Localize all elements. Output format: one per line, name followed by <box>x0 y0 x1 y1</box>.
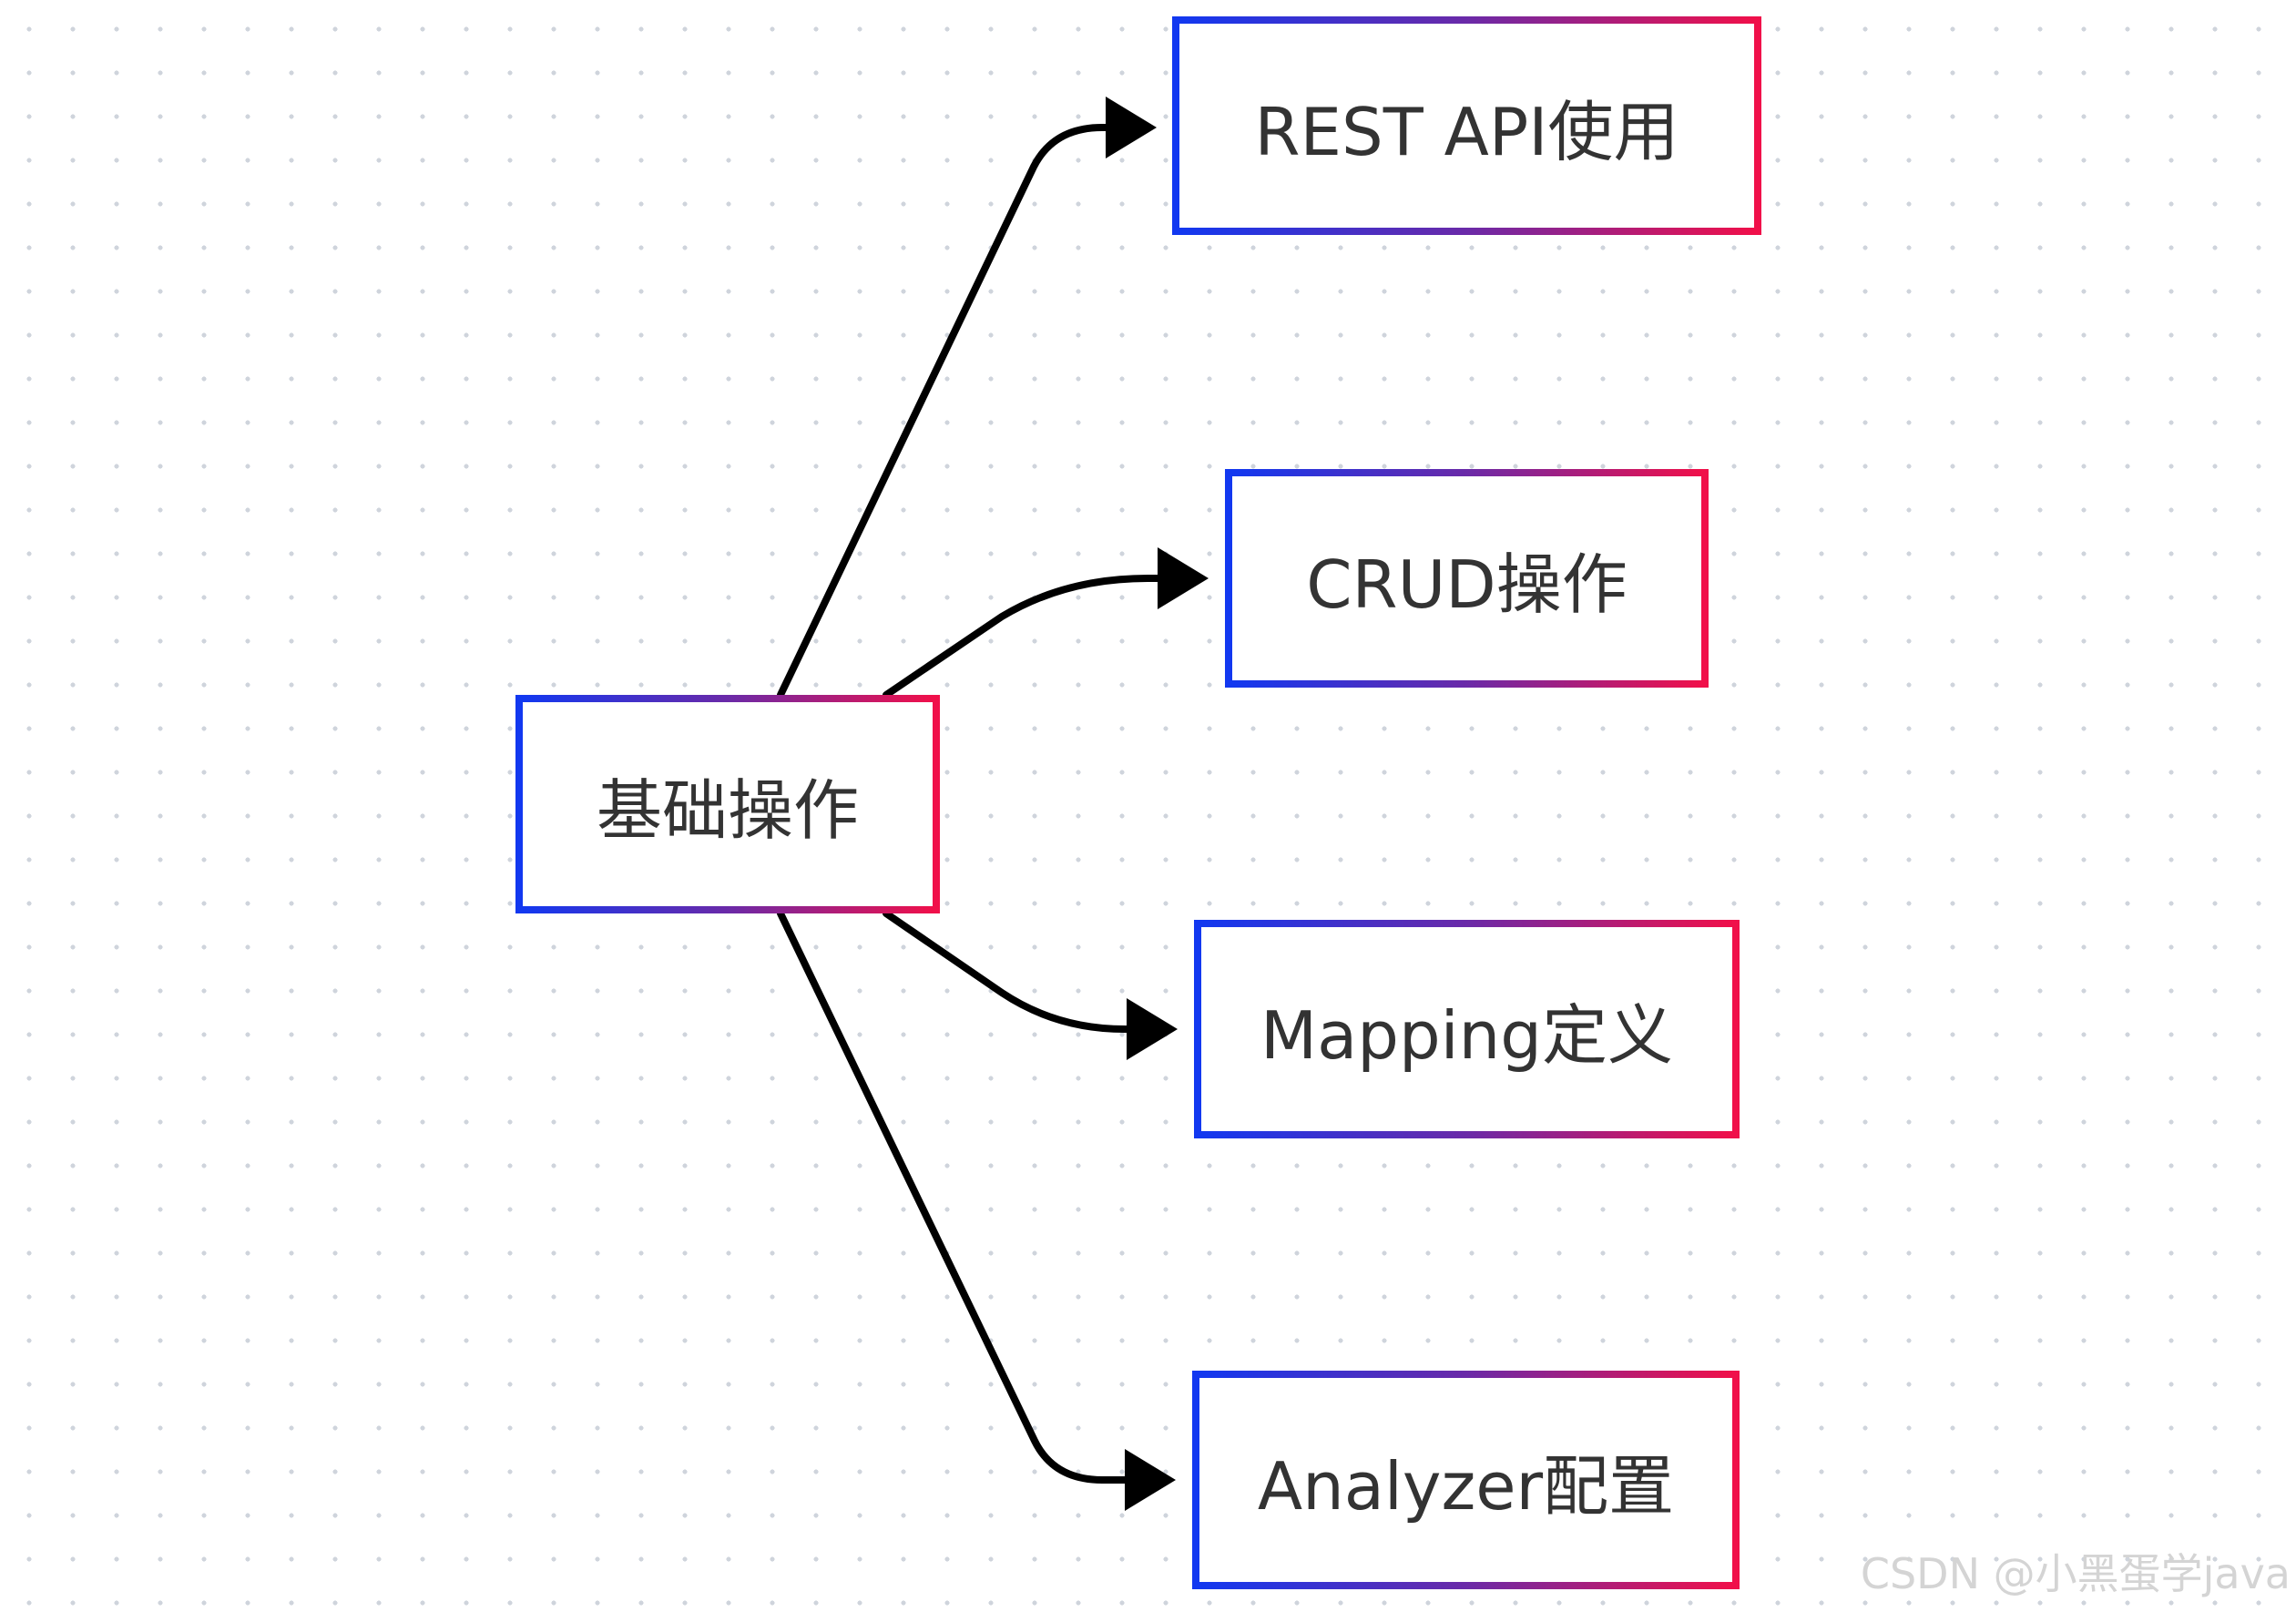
node-crud[interactable]: CRUD操作 <box>1225 469 1709 688</box>
node-rest-api[interactable]: REST API使用 <box>1172 16 1761 235</box>
node-mapping-label: Mapping定义 <box>1260 996 1673 1074</box>
arrowhead-crud <box>1158 547 1209 609</box>
node-crud-label: CRUD操作 <box>1306 546 1628 623</box>
node-basic-operations-label: 基础操作 <box>596 771 859 849</box>
edge-root-to-rest <box>777 124 1113 699</box>
arrowhead-mapping <box>1127 998 1178 1060</box>
node-mapping[interactable]: Mapping定义 <box>1194 920 1740 1138</box>
arrowhead-analyzer <box>1125 1449 1176 1511</box>
arrowhead-rest <box>1106 97 1157 158</box>
node-basic-operations[interactable]: 基础操作 <box>515 695 940 913</box>
edge-root-to-analyzer <box>777 910 1132 1484</box>
node-analyzer[interactable]: Analyzer配置 <box>1192 1371 1740 1589</box>
node-rest-api-label: REST API使用 <box>1254 93 1679 170</box>
node-analyzer-label: Analyzer配置 <box>1257 1447 1675 1525</box>
edge-root-to-mapping <box>883 910 1134 1033</box>
csdn-watermark: CSDN @小黑蛋学java <box>1860 1549 2291 1598</box>
edge-root-to-crud <box>883 575 1165 699</box>
